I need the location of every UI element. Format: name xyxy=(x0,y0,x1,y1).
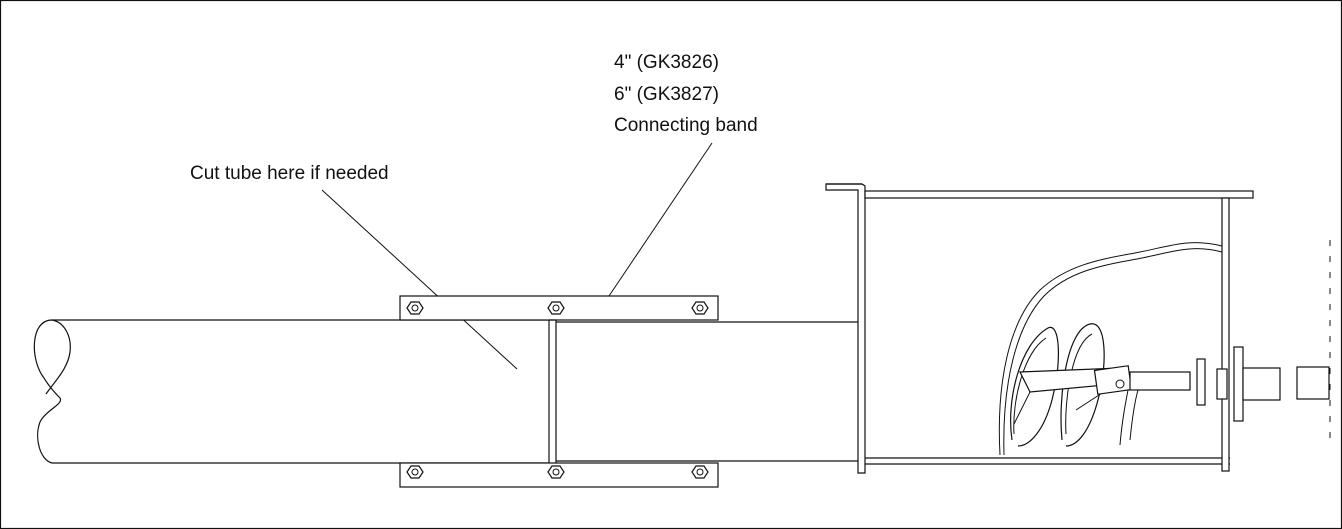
band-bolts xyxy=(406,301,709,479)
band-leader-line xyxy=(608,142,713,297)
bolt-top-right xyxy=(691,301,709,315)
bearing-flange xyxy=(1233,346,1244,422)
cut-tube-label: Cut tube here if needed xyxy=(190,163,389,184)
bearing-hub xyxy=(1242,367,1281,401)
bolt-top-center xyxy=(547,301,565,315)
bolt-bottom-right xyxy=(691,465,709,479)
bolt-top-left xyxy=(406,301,424,315)
hopper-top-plate xyxy=(864,190,1254,199)
drive-coupling xyxy=(1296,366,1330,400)
connecting-band xyxy=(399,295,719,488)
right-tube xyxy=(556,321,862,462)
connecting-band-label: Connecting band xyxy=(614,115,758,136)
auger-shaft xyxy=(1129,371,1191,391)
auger-assembly xyxy=(1010,323,1330,447)
shaft-washer xyxy=(1196,358,1206,406)
cut-leader-line xyxy=(321,189,518,370)
shaft-collar xyxy=(1093,365,1133,395)
hopper-boot xyxy=(825,183,1254,474)
bolt-bottom-center xyxy=(547,465,565,479)
left-tube xyxy=(33,319,549,464)
hopper-rear-wall xyxy=(1221,197,1230,472)
band-size-6in-label: 6" (GK3827) xyxy=(614,84,719,105)
collar-bolt-hole xyxy=(1115,379,1125,389)
bolt-bottom-left xyxy=(406,465,424,479)
band-size-4in-label: 4" (GK3826) xyxy=(614,52,719,73)
hopper-front-plate xyxy=(825,183,866,474)
bearing-spacer xyxy=(1216,368,1228,400)
